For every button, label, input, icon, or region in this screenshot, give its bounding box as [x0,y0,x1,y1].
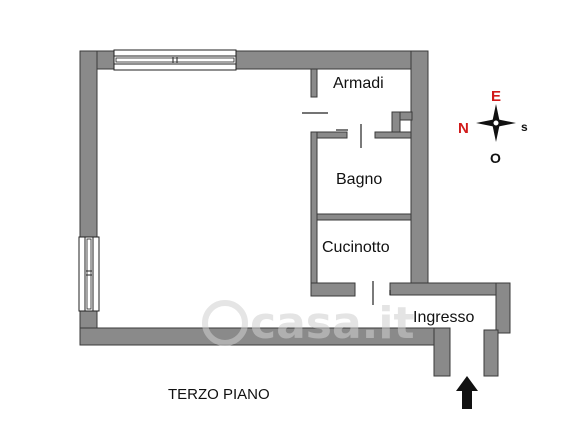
compass-north: N [458,120,469,137]
wall-cucinotto-bottom-left [310,282,356,297]
wall-partition-vertical [310,131,318,297]
watermark-logo-icon [202,300,248,346]
wall-armadi-left [310,68,318,98]
wall-ingresso-top [389,282,511,296]
compass-west: O [490,150,501,166]
watermark: casa.it [202,298,414,349]
compass-east: E [491,88,501,105]
compass-icon [476,104,516,142]
entry-jamb-left [433,327,451,377]
window-top [113,49,237,71]
entry-arrow-icon [456,376,478,409]
wall-bagno-top-right [374,131,412,139]
wall-bagno-cucinotto [316,213,412,221]
watermark-text: casa.it [250,298,414,349]
room-label-cucinotto: Cucinotto [322,239,390,256]
wall-right-upper [410,50,429,289]
room-label-armadi: Armadi [333,75,384,92]
room-label-bagno: Bagno [336,171,382,188]
compass-south: s [521,120,528,134]
entry-jamb-right [483,329,499,377]
room-label-ingresso: Ingresso [413,309,474,326]
window-left [78,236,100,312]
floor-label: TERZO PIANO [168,386,270,403]
wall-ingresso-right [495,282,511,334]
door-lines [302,112,391,305]
interior-walls [310,68,413,297]
